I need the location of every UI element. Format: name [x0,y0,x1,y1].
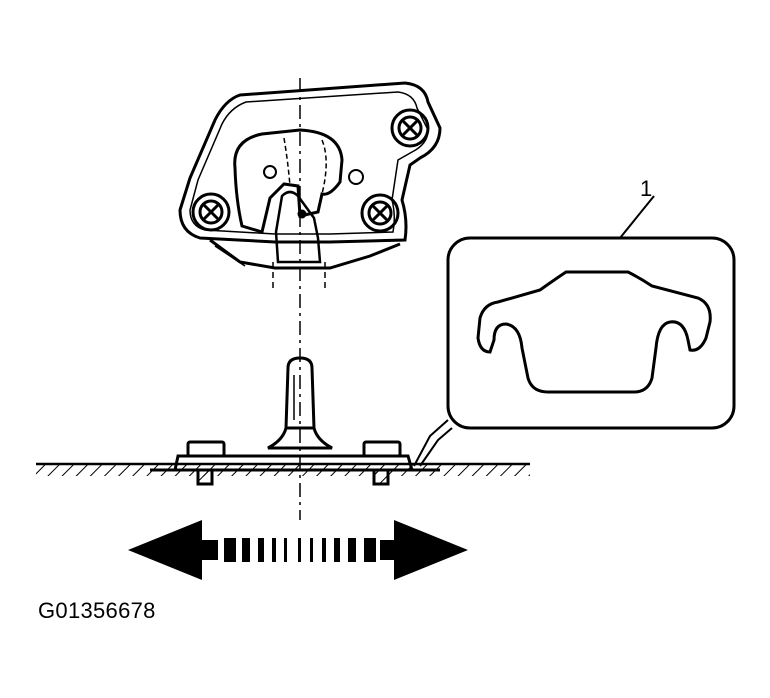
figure-code: G01356678 [38,598,156,623]
screw-icon [362,440,402,486]
striker-pin [267,356,333,450]
screw-icon [186,440,226,486]
screw-icon [191,192,231,232]
body-surface [36,462,530,476]
detail-inset [446,236,736,430]
door-latch [178,81,442,292]
screw-icon [390,108,430,148]
callout-number: 1 [640,176,653,201]
screw-icon [360,193,400,233]
double-headed-arrow-icon [128,520,468,580]
